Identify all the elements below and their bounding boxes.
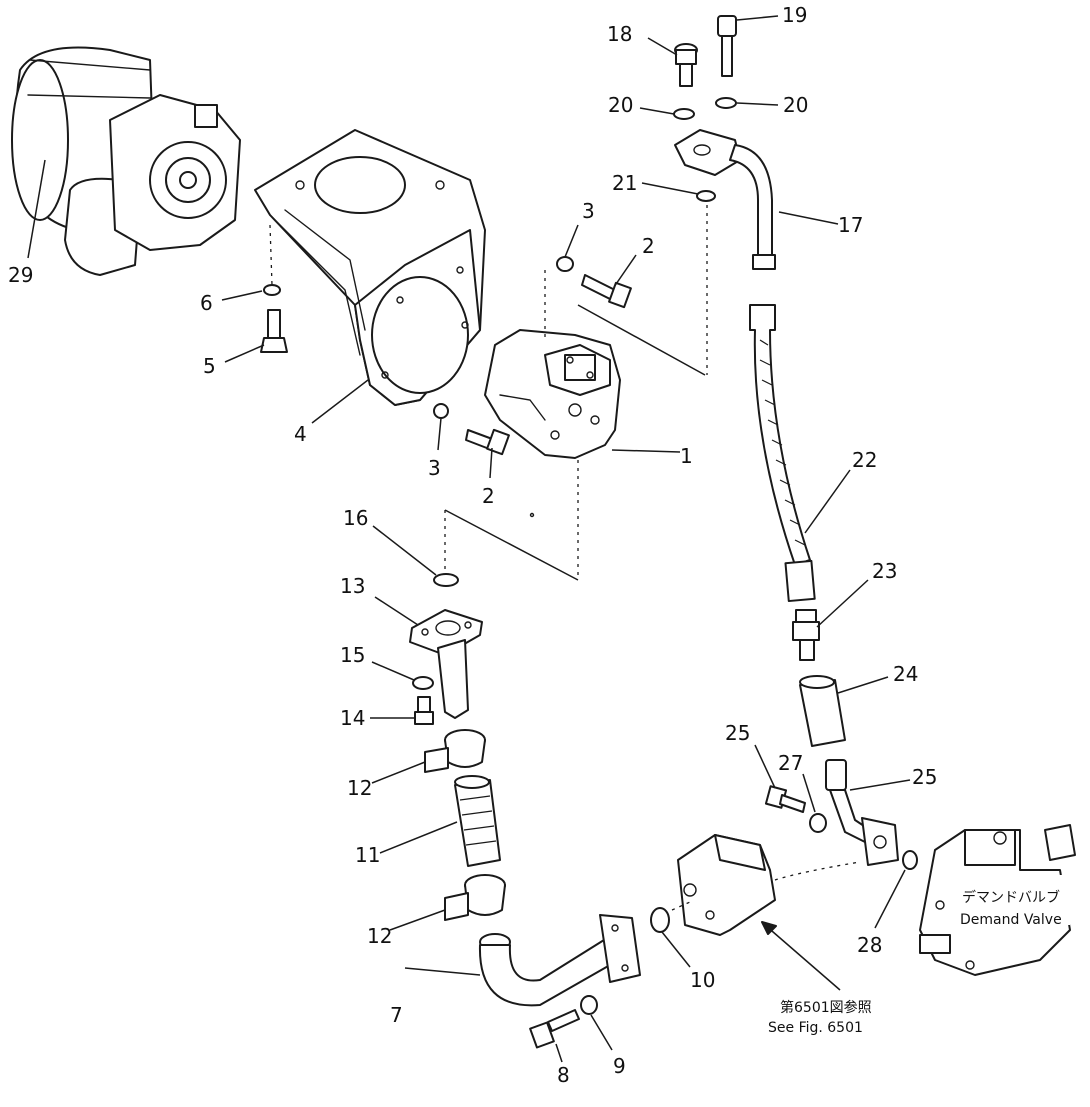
pump-bracket — [254, 129, 486, 406]
flange-tube-13 — [409, 609, 483, 719]
elbow-tube-25 — [825, 759, 899, 866]
callout-20-left: 20 — [608, 93, 633, 117]
bolt-19 — [717, 15, 737, 77]
see-figure-note-en: See Fig. 6501 — [768, 1020, 863, 1036]
bolt-5 — [260, 309, 288, 353]
callout-5: 5 — [203, 354, 216, 378]
assembly-line-3 — [269, 224, 273, 286]
callout-17: 17 — [838, 213, 863, 237]
callout-2-upper: 2 — [642, 234, 655, 258]
bolt-26 — [764, 785, 806, 813]
callout-11: 11 — [355, 843, 380, 867]
manifold-block — [677, 834, 861, 936]
demand-valve-label-bg — [958, 875, 1070, 925]
washer-9 — [580, 995, 598, 1015]
callout-28: 28 — [857, 933, 882, 957]
bolt-2-upper — [581, 274, 632, 309]
o-ring-28 — [902, 850, 918, 870]
washer-15 — [412, 676, 434, 690]
callout-6: 6 — [200, 291, 213, 315]
callout-25-left: 25 — [725, 721, 750, 745]
callout-16: 16 — [343, 506, 368, 530]
callout-3-upper: 3 — [582, 199, 595, 223]
washer-6 — [263, 284, 281, 296]
tube-17 — [674, 129, 776, 270]
clamp-12-lower — [444, 874, 506, 921]
fitting-23 — [792, 609, 820, 661]
demand-valve-label-en: Demand Valve — [960, 912, 1062, 928]
washer-3-upper — [556, 256, 574, 272]
assembly-line-10 — [671, 901, 691, 911]
bolt-8 — [529, 1009, 580, 1049]
callout-18: 18 — [607, 22, 632, 46]
assembly-line-16 — [444, 509, 579, 581]
washer-20-left — [673, 108, 695, 120]
see-figure-note-jp: 第6501図参照 — [780, 999, 872, 1016]
callout-12-lower: 12 — [367, 924, 392, 948]
callout-10: 10 — [690, 968, 715, 992]
callout-15: 15 — [340, 643, 365, 667]
engine-assembly — [11, 46, 241, 276]
callout-24: 24 — [893, 662, 918, 686]
hydraulic-pump — [484, 329, 621, 459]
dot-marker — [529, 512, 535, 518]
callout-2-lower: 2 — [482, 484, 495, 508]
callout-19: 19 — [782, 3, 807, 27]
callout-8: 8 — [557, 1063, 570, 1087]
o-ring-10 — [650, 907, 670, 933]
callout-12-upper: 12 — [347, 776, 372, 800]
sleeve-24 — [799, 675, 846, 747]
callout-1: 1 — [680, 444, 693, 468]
callout-9: 9 — [613, 1054, 626, 1078]
hose-11 — [454, 775, 501, 867]
washer-3-lower — [433, 403, 449, 419]
hose-22 — [749, 304, 816, 603]
elbow-pipe-7 — [478, 914, 641, 1007]
callout-20-right: 20 — [783, 93, 808, 117]
callout-29: 29 — [8, 263, 33, 287]
callout-13: 13 — [340, 574, 365, 598]
bolt-2-lower — [465, 428, 510, 456]
callout-3-lower: 3 — [428, 456, 441, 480]
callout-7: 7 — [390, 1003, 403, 1027]
callout-14: 14 — [340, 706, 365, 730]
washer-20-right — [715, 97, 737, 109]
washer-27 — [809, 813, 827, 833]
assembly-line-17 — [577, 304, 706, 376]
bolt-14 — [414, 696, 434, 725]
callout-25-right: 25 — [912, 765, 937, 789]
plug-18 — [674, 43, 698, 87]
callout-22: 22 — [852, 448, 877, 472]
callout-21: 21 — [612, 171, 637, 195]
callout-4: 4 — [294, 422, 307, 446]
callout-23: 23 — [872, 559, 897, 583]
leader-lines — [27, 15, 911, 1063]
o-ring-16 — [433, 573, 459, 587]
callout-27: 27 — [778, 751, 803, 775]
demand-valve-label-jp: デマンドバルブ — [962, 889, 1060, 906]
o-ring-21 — [696, 190, 716, 202]
clamp-12-upper — [424, 729, 486, 773]
